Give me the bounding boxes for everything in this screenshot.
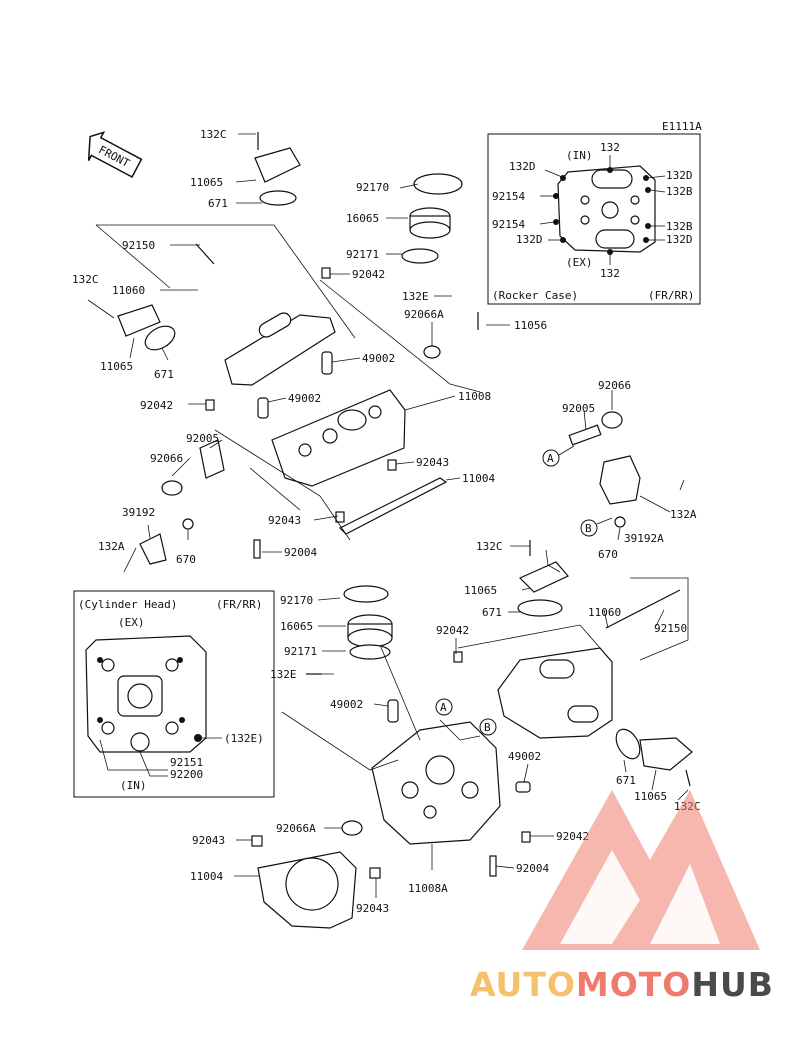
part-label: 92170 — [356, 181, 389, 194]
part-label: 92042 — [352, 268, 385, 281]
part-label: 11008 — [458, 390, 491, 403]
part-label: 670 — [176, 553, 196, 566]
part-label: 92066A — [276, 822, 316, 835]
automotohub-logo — [522, 790, 760, 950]
part-label: 92066A — [404, 308, 444, 321]
part-label: 92005 — [562, 402, 595, 415]
rocker-in-label: (IN) — [566, 149, 593, 162]
watermark-part: AUTO — [470, 965, 576, 1004]
part-label: 92170 — [280, 594, 313, 607]
part-label: 92043 — [416, 456, 449, 469]
part-label: 92042 — [140, 399, 173, 412]
part-label: 39192 — [122, 506, 155, 519]
part-label: 92171 — [284, 645, 317, 658]
ref-label: B — [484, 721, 491, 734]
rocker-part-label: 132B — [666, 185, 693, 198]
rocker-cover-drawing — [557, 165, 656, 253]
part-label: 92042 — [556, 830, 589, 843]
part-label: 16065 — [346, 212, 379, 225]
watermark-text: AUTOMOTOHUB — [470, 965, 774, 1004]
watermark-part: MOTO — [576, 965, 691, 1004]
part-label: 92171 — [346, 248, 379, 261]
part-label: 132C — [72, 273, 99, 286]
rocker-title-right: (FR/RR) — [648, 289, 694, 302]
rocker-title: (Rocker Case) — [492, 289, 578, 302]
rear-cylinder-assembly — [251, 540, 693, 929]
front-arrow-icon: FRONT — [87, 131, 143, 178]
front-part-labels: 132C 11065 671 92150 132C 11060 11065 67… — [72, 128, 697, 566]
part-label: 92150 — [654, 622, 687, 635]
part-label: 132E — [402, 290, 429, 303]
cyl-title: (Cylinder Head) — [78, 598, 177, 611]
watermark-part: HUB — [691, 965, 774, 1004]
rocker-ex-label: (EX) — [566, 256, 593, 269]
part-label: 132C — [200, 128, 227, 141]
part-label: 670 — [598, 548, 618, 561]
rocker-part-label: 132D — [516, 233, 543, 246]
part-label: 11065 — [464, 584, 497, 597]
part-label: 92066 — [598, 379, 631, 392]
part-label: 11065 — [190, 176, 223, 189]
rocker-part-label: 132D — [666, 169, 693, 182]
rocker-part-label: 132B — [666, 220, 693, 233]
rocker-part-label: 132 — [600, 141, 620, 154]
part-label: 11065 — [634, 790, 667, 803]
part-label: 11004 — [462, 472, 495, 485]
cyl-part-label: 92200 — [170, 768, 203, 781]
diagram-code: E1111A — [662, 120, 702, 133]
part-label: 11004 — [190, 870, 223, 883]
rear-leader-lines — [234, 545, 689, 898]
part-label: 11008A — [408, 882, 448, 895]
part-label: 49002 — [508, 750, 541, 763]
part-label: 92004 — [284, 546, 317, 559]
part-label: 92066 — [150, 452, 183, 465]
part-label: 11056 — [514, 319, 547, 332]
part-label: 49002 — [362, 352, 395, 365]
part-label: 671 — [482, 606, 502, 619]
part-label: 92043 — [268, 514, 301, 527]
part-label: 39192A — [624, 532, 664, 545]
cylinder-head-inset: (Cylinder Head) (FR/RR) (EX) (IN) (132E)… — [73, 590, 275, 798]
part-label: 92043 — [192, 834, 225, 847]
front-cylinder-assembly — [117, 132, 641, 565]
cyl-part-label: (132E) — [224, 732, 264, 745]
rocker-part-label: 92154 — [492, 218, 525, 231]
part-label: 132A — [670, 508, 697, 521]
part-label: 92004 — [516, 862, 549, 875]
part-label: 11060 — [588, 606, 621, 619]
cyl-in-label: (IN) — [120, 779, 147, 792]
part-label: 671 — [154, 368, 174, 381]
rocker-part-label: 92154 — [492, 190, 525, 203]
ref-circles — [435, 449, 598, 736]
part-label: 49002 — [330, 698, 363, 711]
part-label: 92042 — [436, 624, 469, 637]
part-label: 11065 — [100, 360, 133, 373]
part-label: 92043 — [356, 902, 389, 915]
part-label: 671 — [616, 774, 636, 787]
part-label: 132E — [270, 668, 297, 681]
part-label: 11060 — [112, 284, 145, 297]
cyl-title-right: (FR/RR) — [216, 598, 262, 611]
part-label: 92150 — [122, 239, 155, 252]
ref-label: A — [440, 701, 447, 714]
cyl-ex-label: (EX) — [118, 616, 145, 629]
rear-part-labels: 132C 11065 671 11060 92150 92170 16065 9… — [190, 540, 701, 915]
part-label: 132C — [476, 540, 503, 553]
part-label: 16065 — [280, 620, 313, 633]
rocker-part-label: 132D — [666, 233, 693, 246]
rocker-case-inset: (IN) (EX) 132 132D 132D 132B 92154 92154… — [487, 133, 701, 305]
rocker-part-label: 132 — [600, 267, 620, 280]
front-leader-lines — [87, 133, 685, 573]
ref-label: A — [547, 452, 554, 465]
part-label: 92005 — [186, 432, 219, 445]
ref-label: B — [585, 522, 592, 535]
part-label: 132A — [98, 540, 125, 553]
rocker-part-label: 132D — [509, 160, 536, 173]
cylinder-head-drawing — [85, 635, 207, 753]
part-label: 671 — [208, 197, 228, 210]
cyl-part-label: 92151 — [170, 756, 203, 769]
part-label: 49002 — [288, 392, 321, 405]
